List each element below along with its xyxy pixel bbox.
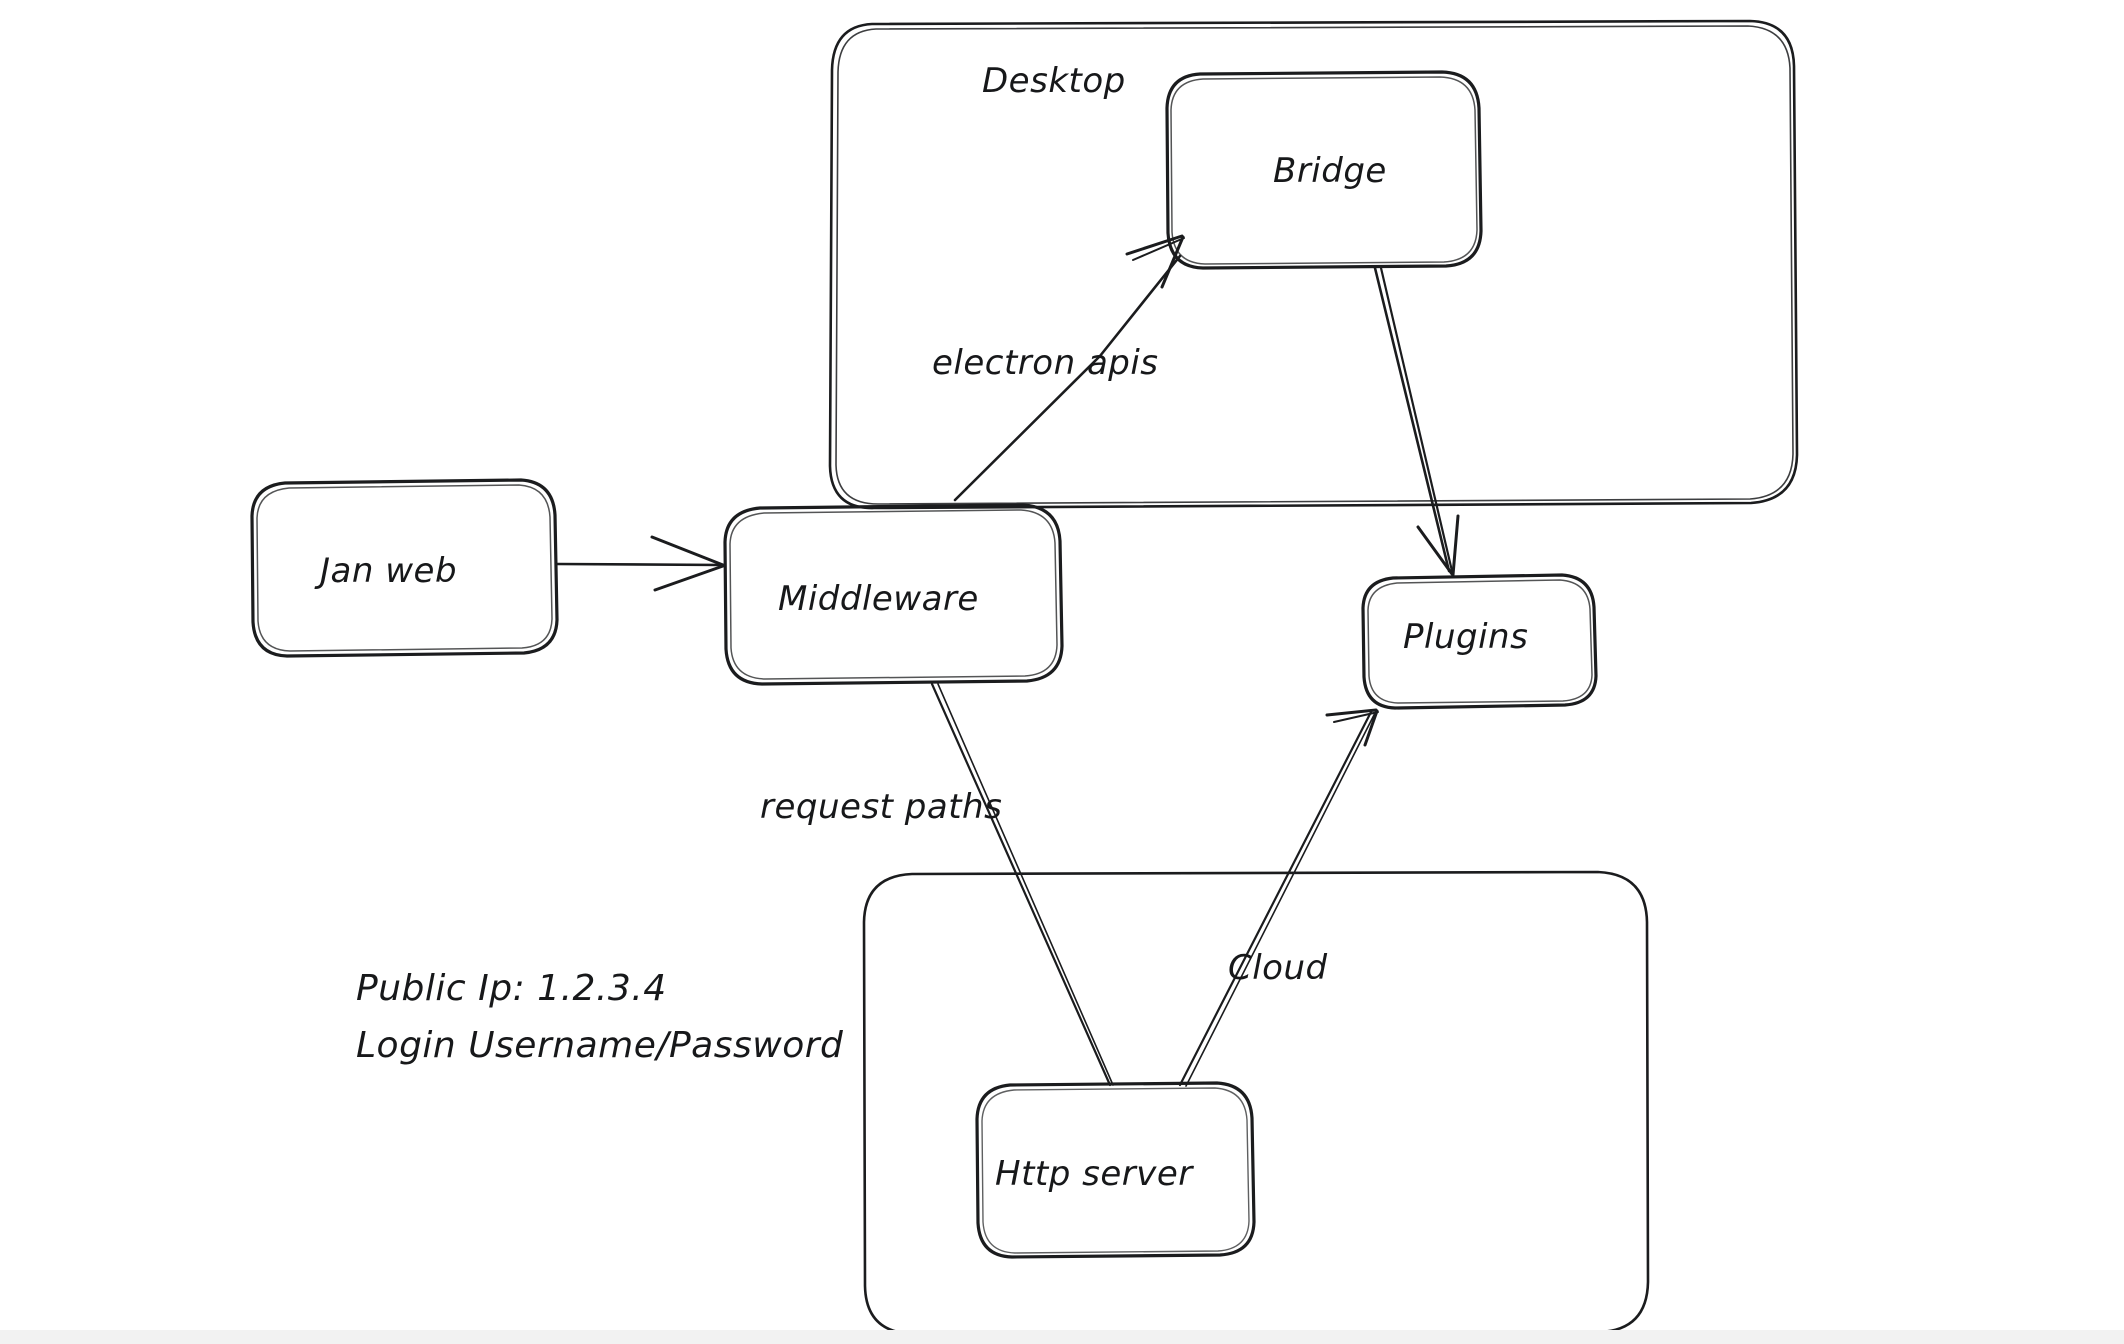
node-middleware-shape-secondary bbox=[729, 509, 1058, 680]
edge-bridge-to-plugins-line-2 bbox=[1379, 266, 1454, 573]
edge-middleware-to-http-line-2 bbox=[937, 683, 1114, 1086]
edge-label-cloud: Cloud bbox=[1228, 948, 1328, 988]
node-jan-web-shape-secondary bbox=[256, 484, 553, 652]
node-bridge-shape-secondary bbox=[1170, 76, 1478, 265]
edge-middleware-to-http[interactable]: request paths bbox=[760, 682, 1114, 1087]
edge-bridge-to-plugins-arrow-b bbox=[1451, 514, 1460, 577]
node-plugins-shape bbox=[1361, 573, 1598, 710]
edge-middleware-to-bridge-arrow-b bbox=[1160, 235, 1185, 289]
group-desktop[interactable]: Desktop bbox=[828, 19, 1799, 510]
edge-bridge-to-plugins[interactable] bbox=[1373, 266, 1460, 577]
edge-middleware-to-http-line bbox=[930, 682, 1112, 1087]
node-label-middleware: Middleware bbox=[778, 579, 979, 619]
node-jan-web-shape bbox=[250, 478, 559, 658]
node-label-http-server: Http server bbox=[995, 1154, 1194, 1194]
node-label-plugins: Plugins bbox=[1403, 617, 1528, 657]
node-plugins-shape-secondary bbox=[1367, 579, 1593, 704]
edge-web-to-middleware[interactable] bbox=[555, 535, 725, 592]
edge-label-request-paths: request paths bbox=[760, 787, 1002, 827]
edge-middleware-to-bridge-arrow-a bbox=[1125, 234, 1184, 256]
edge-middleware-to-bridge-line bbox=[953, 254, 1182, 502]
edge-http-to-plugins-arrow-c bbox=[1333, 711, 1379, 723]
edge-http-to-plugins-arrow-a bbox=[1325, 708, 1378, 717]
desktop-group-outline-secondary bbox=[835, 25, 1794, 505]
node-plugins[interactable]: Plugins bbox=[1361, 573, 1598, 710]
node-bridge-shape bbox=[1165, 70, 1483, 270]
edge-bridge-to-plugins-line bbox=[1373, 266, 1451, 573]
edge-middleware-to-bridge-arrow-c bbox=[1132, 237, 1185, 261]
edge-http-to-plugins-line bbox=[1178, 710, 1373, 1087]
note-login: Login Username/Password bbox=[356, 1025, 844, 1066]
bottom-strip bbox=[0, 1330, 2124, 1344]
edge-http-to-plugins-arrow-b bbox=[1363, 709, 1379, 747]
node-label-bridge: Bridge bbox=[1273, 151, 1387, 191]
edge-label-electron-apis: electron apis bbox=[932, 343, 1159, 383]
edge-web-to-middleware-arrow-top bbox=[650, 535, 725, 567]
node-middleware[interactable]: Middleware bbox=[723, 503, 1064, 686]
node-http-server-shape bbox=[975, 1081, 1256, 1259]
group-label-desktop: Desktop bbox=[982, 61, 1126, 101]
note-public-ip: Public Ip: 1.2.3.4 bbox=[356, 968, 667, 1009]
desktop-group-outline bbox=[828, 19, 1799, 510]
notes-block: Public Ip: 1.2.3.4 Login Username/Passwo… bbox=[356, 968, 844, 1066]
node-label-jan-web: Jan web bbox=[314, 551, 457, 591]
node-jan-web[interactable]: Jan web bbox=[250, 478, 559, 658]
edge-bridge-to-plugins-arrow-a bbox=[1416, 525, 1454, 576]
node-http-server-shape-secondary bbox=[981, 1087, 1250, 1254]
edge-middleware-to-bridge[interactable]: electron apis bbox=[932, 234, 1185, 502]
edge-http-to-plugins[interactable]: Cloud bbox=[1178, 708, 1379, 1087]
edge-http-to-plugins-line-2 bbox=[1185, 712, 1376, 1087]
node-bridge[interactable]: Bridge bbox=[1165, 70, 1483, 270]
edge-web-to-middleware-arrow-bottom bbox=[653, 564, 725, 592]
node-middleware-shape bbox=[723, 503, 1064, 686]
edge-web-to-middleware-line bbox=[555, 562, 725, 567]
node-http-server[interactable]: Http server bbox=[975, 1081, 1256, 1259]
